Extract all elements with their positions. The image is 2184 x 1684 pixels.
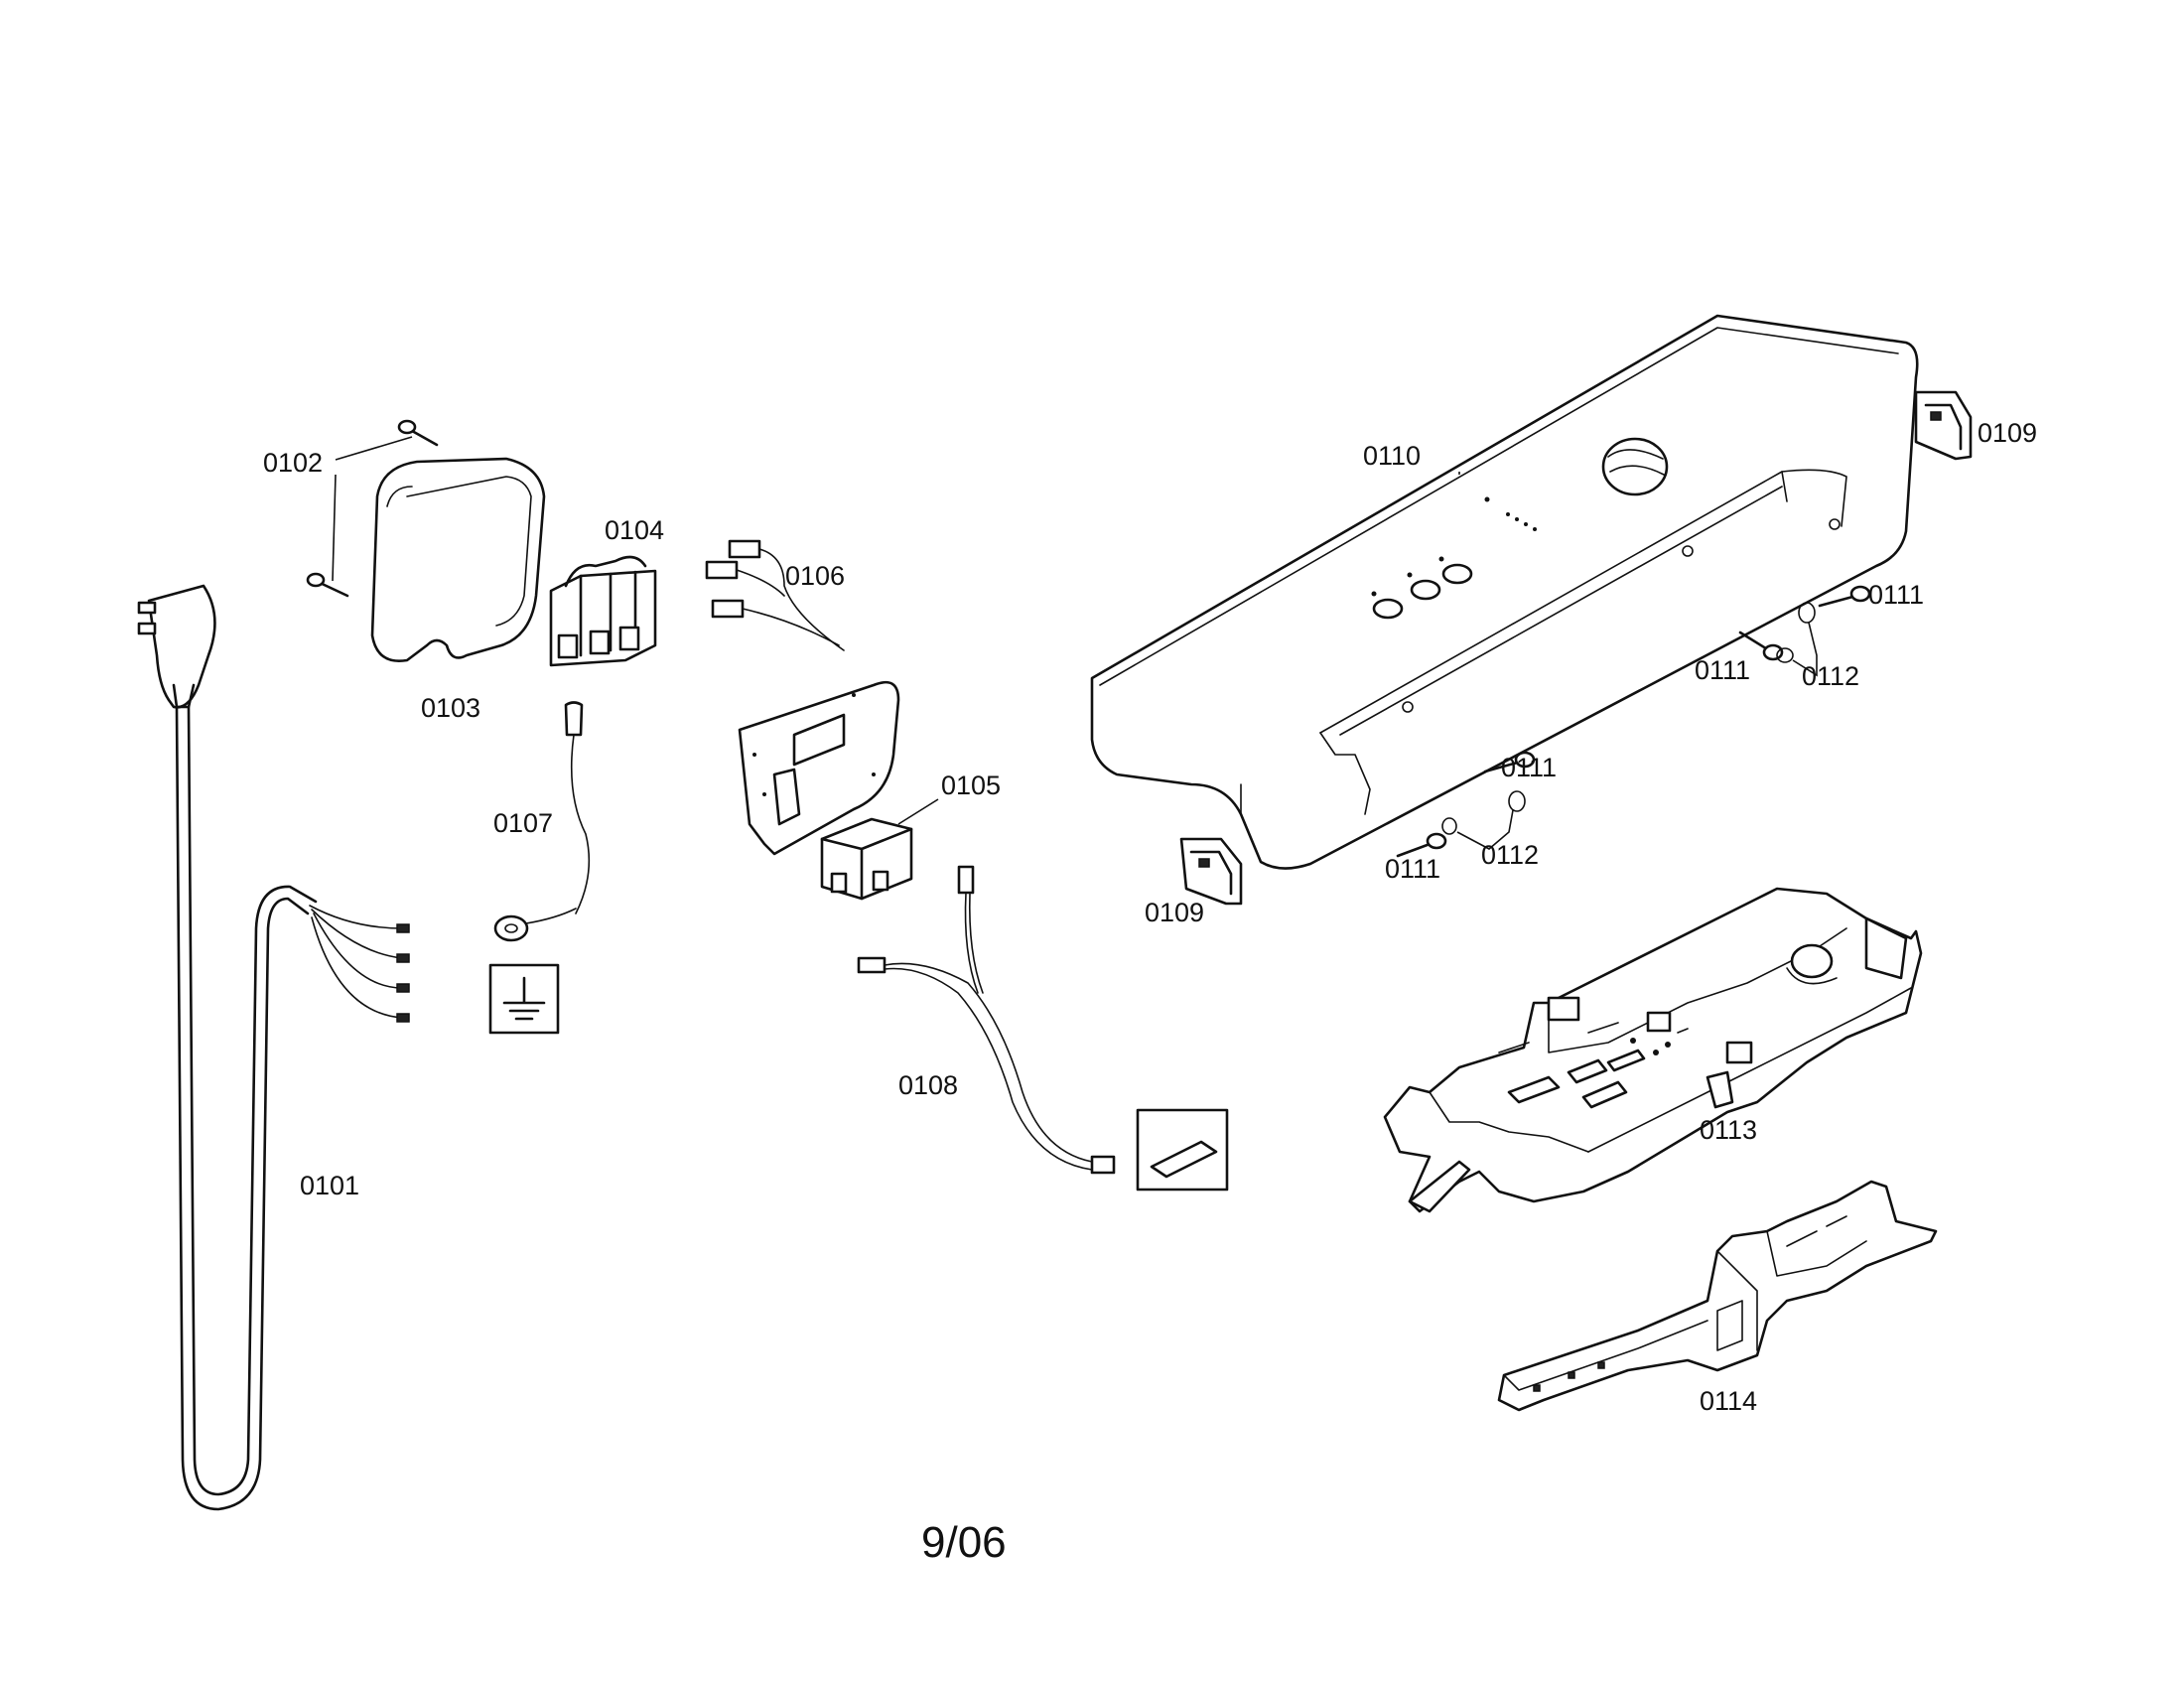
label-0105: 0105: [941, 771, 1001, 800]
washers-0112: [1441, 602, 1818, 850]
label-0111-lower: 0111: [1501, 753, 1557, 782]
clip-0109-left: [1179, 837, 1243, 906]
label-0109-right: 0109: [1978, 418, 2037, 448]
relay-0105: [820, 798, 939, 901]
ground-wire-0107: [493, 701, 591, 942]
lower-bracket-0114: [1497, 1180, 1938, 1412]
label-0101: 0101: [300, 1171, 359, 1200]
power-cord-0101: [137, 584, 410, 1511]
label-0111-bottom: 0111: [1385, 854, 1440, 884]
revision-date: 9/06: [921, 1518, 1007, 1567]
label-0114: 0114: [1700, 1386, 1757, 1416]
connector-wire-0106: [705, 539, 845, 651]
screws-0111: [1396, 585, 1871, 858]
label-0102: 0102: [263, 448, 323, 478]
base-housing-0113: [1383, 887, 1923, 1213]
ground-symbol-icon: [488, 963, 560, 1035]
label-0103: 0103: [421, 693, 480, 723]
label-0112-left: 0112: [1481, 840, 1539, 870]
control-panel-0110: [1090, 314, 1919, 870]
label-0110: 0110: [1363, 441, 1421, 471]
label-0106: 0106: [785, 561, 845, 591]
label-0113: 0113: [1700, 1115, 1757, 1145]
label-0104: 0104: [605, 515, 664, 545]
part-labels: 0101 0102 0103 0104 0105 0106 0107 0108 …: [263, 418, 2037, 1416]
label-0111-mid: 0111: [1695, 655, 1750, 685]
label-0108: 0108: [898, 1070, 958, 1100]
junction-box-cover-0103: [370, 457, 546, 663]
mounting-bracket: [738, 680, 900, 856]
clip-0109-right: [1914, 390, 1973, 461]
wire-harness-0108: [857, 865, 1229, 1192]
terminal-block-0104: [549, 555, 657, 667]
label-0109-left: 0109: [1145, 898, 1204, 927]
label-0112-right: 0112: [1802, 661, 1859, 691]
label-0107: 0107: [493, 808, 553, 838]
screws-0102: [306, 419, 439, 598]
label-0111-right: 0111: [1868, 580, 1924, 610]
